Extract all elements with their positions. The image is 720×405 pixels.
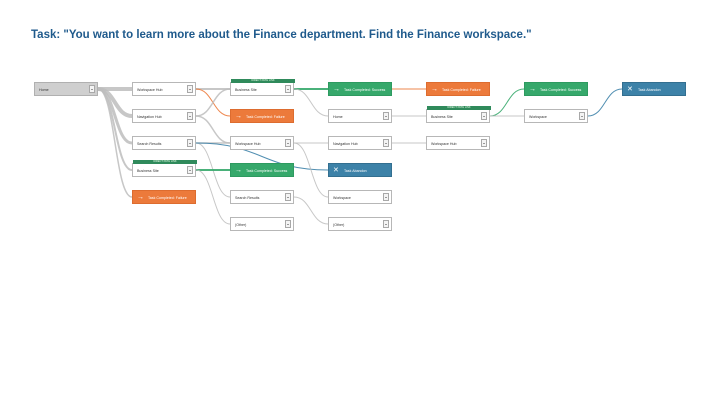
arrow-right-icon: →: [333, 86, 340, 93]
arrow-right-icon: →: [137, 194, 144, 201]
node-c2-ts[interactable]: → Task Completed: Success: [230, 163, 294, 177]
node-c4-tf[interactable]: → Task Completed: Failure: [426, 82, 490, 96]
node-c2-bs[interactable]: DIRECT PATH LINK Business Site: [230, 79, 295, 96]
direct-path-ribbon: DIRECT PATH LINK: [427, 106, 491, 110]
node-menu-icon[interactable]: [383, 139, 389, 147]
node-c1-tf[interactable]: → Task Completed: Failure: [132, 190, 196, 204]
arrow-right-icon: →: [529, 86, 536, 93]
node-c1-wh[interactable]: Workspace Hub: [132, 82, 196, 96]
node-c2-ot[interactable]: (Other): [230, 217, 294, 231]
node-menu-icon[interactable]: [187, 166, 193, 174]
close-icon: ✕: [333, 167, 339, 174]
arrow-right-icon: →: [431, 86, 438, 93]
node-c3-ho[interactable]: Home: [328, 109, 392, 123]
node-label: Business Site: [137, 169, 159, 173]
flow-link: [97, 88, 133, 198]
node-menu-icon[interactable]: [285, 220, 291, 228]
node-label: Navigation Hub: [333, 142, 358, 146]
node-label: Task Completed: Failure: [148, 196, 187, 200]
node-c1-nh[interactable]: Navigation Hub: [132, 109, 196, 123]
node-menu-icon[interactable]: [383, 193, 389, 201]
node-c4-wh[interactable]: Workspace Hub: [426, 136, 490, 150]
node-c2-sr[interactable]: Search Results: [230, 190, 294, 204]
direct-path-ribbon: DIRECT PATH LINK: [231, 79, 295, 83]
node-label: Search Results: [137, 142, 162, 146]
node-c2-tf[interactable]: → Task Completed: Failure: [230, 109, 294, 123]
node-c5-ws[interactable]: Workspace: [524, 109, 588, 123]
flow-link: [195, 115, 231, 144]
node-menu-icon[interactable]: [285, 193, 291, 201]
node-home[interactable]: Home: [34, 82, 98, 96]
node-label: (Other): [235, 223, 247, 227]
node-menu-icon[interactable]: [285, 139, 291, 147]
node-label: Workspace Hub: [137, 88, 163, 92]
node-label: Business Site: [235, 88, 257, 92]
node-label: Task Completed: Failure: [246, 115, 285, 119]
node-menu-icon[interactable]: [89, 85, 95, 93]
node-c4-bs[interactable]: DIRECT PATH LINK Business Site: [426, 106, 491, 123]
flow-link: [195, 142, 329, 171]
node-label: Workspace: [333, 196, 351, 200]
flow-link: [489, 88, 525, 117]
task-title: Task: "You want to learn more about the …: [31, 29, 532, 41]
node-label: Task Completed: Success: [246, 169, 288, 173]
node-menu-icon[interactable]: [187, 139, 193, 147]
node-label: Workspace Hub: [431, 142, 457, 146]
node-c3-ta[interactable]: ✕ Task Abandon: [328, 163, 392, 177]
node-c1-sr[interactable]: Search Results: [132, 136, 196, 150]
node-c6-ta[interactable]: ✕ Task Abandon: [622, 82, 686, 96]
node-label: Task Completed: Failure: [442, 88, 481, 92]
flow-link: [587, 88, 623, 117]
node-menu-icon[interactable]: [383, 112, 389, 120]
node-menu-icon[interactable]: [187, 85, 193, 93]
node-label: Workspace Hub: [235, 142, 261, 146]
node-c3-nh[interactable]: Navigation Hub: [328, 136, 392, 150]
node-menu-icon[interactable]: [579, 112, 585, 120]
node-c3-ts[interactable]: → Task Completed: Success: [328, 82, 392, 96]
flow-link: [195, 169, 231, 225]
node-c2-wh[interactable]: Workspace Hub: [230, 136, 294, 150]
node-c5-ts[interactable]: → Task Completed: Success: [524, 82, 588, 96]
node-label: Home: [39, 88, 49, 92]
node-label: Home: [333, 115, 343, 119]
node-menu-icon[interactable]: [481, 112, 487, 120]
node-label: Task Completed: Success: [344, 88, 386, 92]
flow-link: [195, 88, 231, 117]
node-label: Search Results: [235, 196, 260, 200]
arrow-right-icon: →: [235, 113, 242, 120]
node-label: Task Completed: Success: [540, 88, 582, 92]
node-c3-ot[interactable]: (Other): [328, 217, 392, 231]
node-c1-bs[interactable]: DIRECT PATH LINK Business Site: [132, 160, 197, 177]
node-label: Workspace: [529, 115, 547, 119]
node-label: Navigation Hub: [137, 115, 162, 119]
node-label: Task Abandon: [344, 169, 367, 173]
node-menu-icon[interactable]: [481, 139, 487, 147]
node-label: (Other): [333, 223, 345, 227]
flow-link: [293, 142, 329, 198]
node-menu-icon[interactable]: [383, 220, 389, 228]
node-menu-icon[interactable]: [187, 112, 193, 120]
arrow-right-icon: →: [235, 167, 242, 174]
node-label: Business Site: [431, 115, 453, 119]
node-c3-ws[interactable]: Workspace: [328, 190, 392, 204]
close-icon: ✕: [627, 86, 633, 93]
flow-link: [293, 196, 329, 225]
flow-link: [293, 88, 329, 117]
direct-path-ribbon: DIRECT PATH LINK: [133, 160, 197, 164]
node-label: Task Abandon: [638, 88, 661, 92]
node-menu-icon[interactable]: [285, 85, 291, 93]
